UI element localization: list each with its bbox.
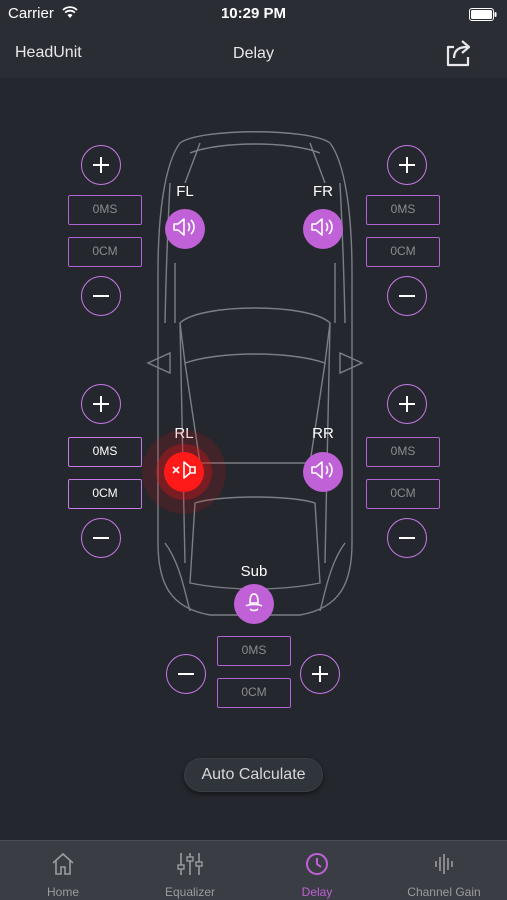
tab-equalizer[interactable]: Equalizer	[127, 841, 253, 900]
rr-distance-cm: 0CM	[366, 479, 440, 509]
headunit-back-button[interactable]: HeadUnit	[15, 44, 82, 61]
fl-distance-cm: 0CM	[68, 237, 142, 267]
fl-speaker-button[interactable]	[165, 209, 205, 249]
fr-speaker-button[interactable]	[303, 209, 343, 249]
tab-channel-gain-label: Channel Gain	[407, 885, 481, 899]
rr-label: RR	[312, 425, 334, 442]
share-icon[interactable]	[443, 38, 473, 73]
fr-label: FR	[313, 183, 333, 200]
waveform-icon	[431, 851, 457, 882]
sub-increase-button[interactable]	[300, 654, 340, 694]
auto-calculate-button[interactable]: Auto Calculate	[184, 758, 323, 792]
rl-speaker-button[interactable]	[164, 452, 204, 492]
navigation-bar: HeadUnit Delay	[0, 30, 507, 78]
equalizer-icon	[176, 851, 204, 882]
delay-stage: 0MS 0CM FL 0MS 0CM FR 0MS 0CM RL 0M	[0, 78, 507, 840]
speaker-muted-icon	[171, 459, 197, 486]
subwoofer-icon	[243, 591, 265, 618]
speaker-icon	[310, 459, 336, 486]
tab-channel-gain[interactable]: Channel Gain	[381, 841, 507, 900]
tab-home-label: Home	[46, 885, 79, 899]
fr-delay-ms: 0MS	[366, 195, 440, 225]
fl-increase-button[interactable]	[81, 145, 121, 185]
fr-increase-button[interactable]	[387, 145, 427, 185]
wifi-icon	[62, 5, 78, 23]
clock-icon	[304, 851, 330, 882]
sub-distance-cm: 0CM	[217, 678, 291, 708]
rr-decrease-button[interactable]	[387, 518, 427, 558]
fl-delay-ms: 0MS	[68, 195, 142, 225]
sub-speaker-button[interactable]	[234, 584, 274, 624]
speaker-icon	[172, 216, 198, 243]
speaker-icon	[310, 216, 336, 243]
fl-label: FL	[176, 183, 194, 200]
tab-delay[interactable]: Delay	[254, 841, 380, 900]
fl-decrease-button[interactable]	[81, 276, 121, 316]
rr-speaker-button[interactable]	[303, 452, 343, 492]
home-icon	[50, 851, 76, 882]
rl-label: RL	[174, 425, 194, 442]
car-outline-illustration	[146, 131, 364, 616]
carrier-label: Carrier	[8, 5, 54, 22]
sub-delay-ms: 0MS	[217, 636, 291, 666]
rr-delay-ms: 0MS	[366, 437, 440, 467]
fr-decrease-button[interactable]	[387, 276, 427, 316]
tab-equalizer-label: Equalizer	[164, 885, 216, 899]
rr-increase-button[interactable]	[387, 384, 427, 424]
tab-home[interactable]: Home	[0, 841, 126, 900]
sub-label: Sub	[240, 563, 268, 580]
page-title: Delay	[233, 45, 274, 62]
status-bar: Carrier 10:29 PM	[0, 0, 507, 30]
rl-decrease-button[interactable]	[81, 518, 121, 558]
tab-delay-label: Delay	[301, 885, 333, 899]
tab-bar: Home Equalizer Delay Channel Gain	[0, 840, 507, 900]
rl-increase-button[interactable]	[81, 384, 121, 424]
fr-distance-cm: 0CM	[366, 237, 440, 267]
rl-distance-cm: 0CM	[68, 479, 142, 509]
rl-delay-ms: 0MS	[68, 437, 142, 467]
battery-icon	[469, 8, 497, 25]
sub-decrease-button[interactable]	[166, 654, 206, 694]
status-time: 10:29 PM	[220, 5, 287, 22]
